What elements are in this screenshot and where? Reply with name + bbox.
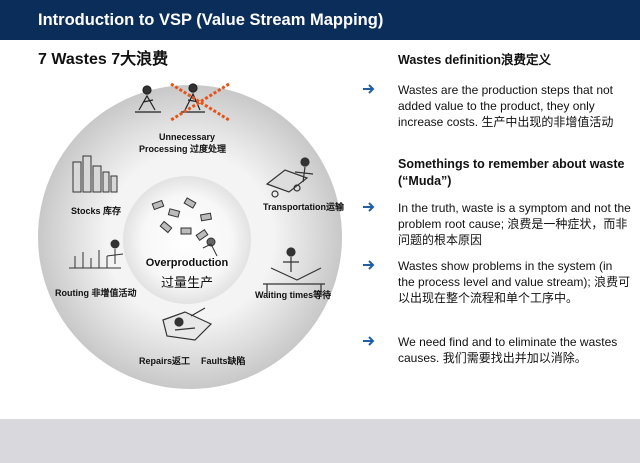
diagram-graphic — [38, 82, 342, 389]
transportation-icon — [265, 157, 314, 198]
label-faults: Faults缺陷 — [201, 356, 246, 366]
stocks-icon — [72, 155, 118, 193]
title-bar: Introduction to VSP (Value Stream Mappin… — [0, 0, 640, 40]
waiting-icon — [263, 247, 325, 294]
center-label-zh: 过量生产 — [160, 275, 213, 290]
repairs-faults-icon — [162, 307, 213, 341]
bullet-text-4: We need find and to eliminate the wastes… — [398, 335, 618, 365]
heading-remember: Somethings to remember about waste (“Mud… — [398, 157, 625, 188]
routing-icon — [69, 239, 124, 269]
label-repairs: Repairs返工 — [139, 356, 191, 366]
label-stocks: Stocks 库存 — [71, 206, 122, 216]
label-unnecessary: Unnecessary — [159, 132, 216, 142]
unnecessary-processing-icon — [135, 83, 205, 113]
overproduction-icon — [151, 197, 218, 257]
arrow-right-icon — [363, 84, 375, 94]
cross-mark-icon — [170, 82, 230, 122]
bullet-text-2: In the truth, waste is a symptom and not… — [398, 201, 631, 247]
slide-title: Introduction to VSP (Value Stream Mappin… — [38, 11, 384, 29]
arrow-right-icon — [363, 202, 375, 212]
label-routing: Routing 非增值活动 — [55, 288, 137, 298]
arrow-right-icon — [363, 336, 375, 346]
wastes-diagram: Unnecessary Processing 过度处理 Transportati… — [35, 72, 355, 402]
arrow-right-icon — [363, 260, 375, 270]
bullet-text-1: Wastes are the production steps that not… — [398, 83, 614, 129]
label-processing: Processing 过度处理 — [139, 144, 227, 154]
center-label-en: Overproduction — [145, 257, 229, 269]
label-transportation: Transportation运输 — [263, 202, 345, 212]
bullet-text-3: Wastes show problems in the system (in t… — [398, 259, 631, 305]
label-waiting: Waiting times等待 — [255, 290, 332, 300]
footer-band — [0, 419, 640, 463]
heading-wastes-definition: Wastes definition浪费定义 — [398, 53, 552, 67]
slide-subtitle: 7 Wastes 7大浪费 — [38, 51, 169, 68]
